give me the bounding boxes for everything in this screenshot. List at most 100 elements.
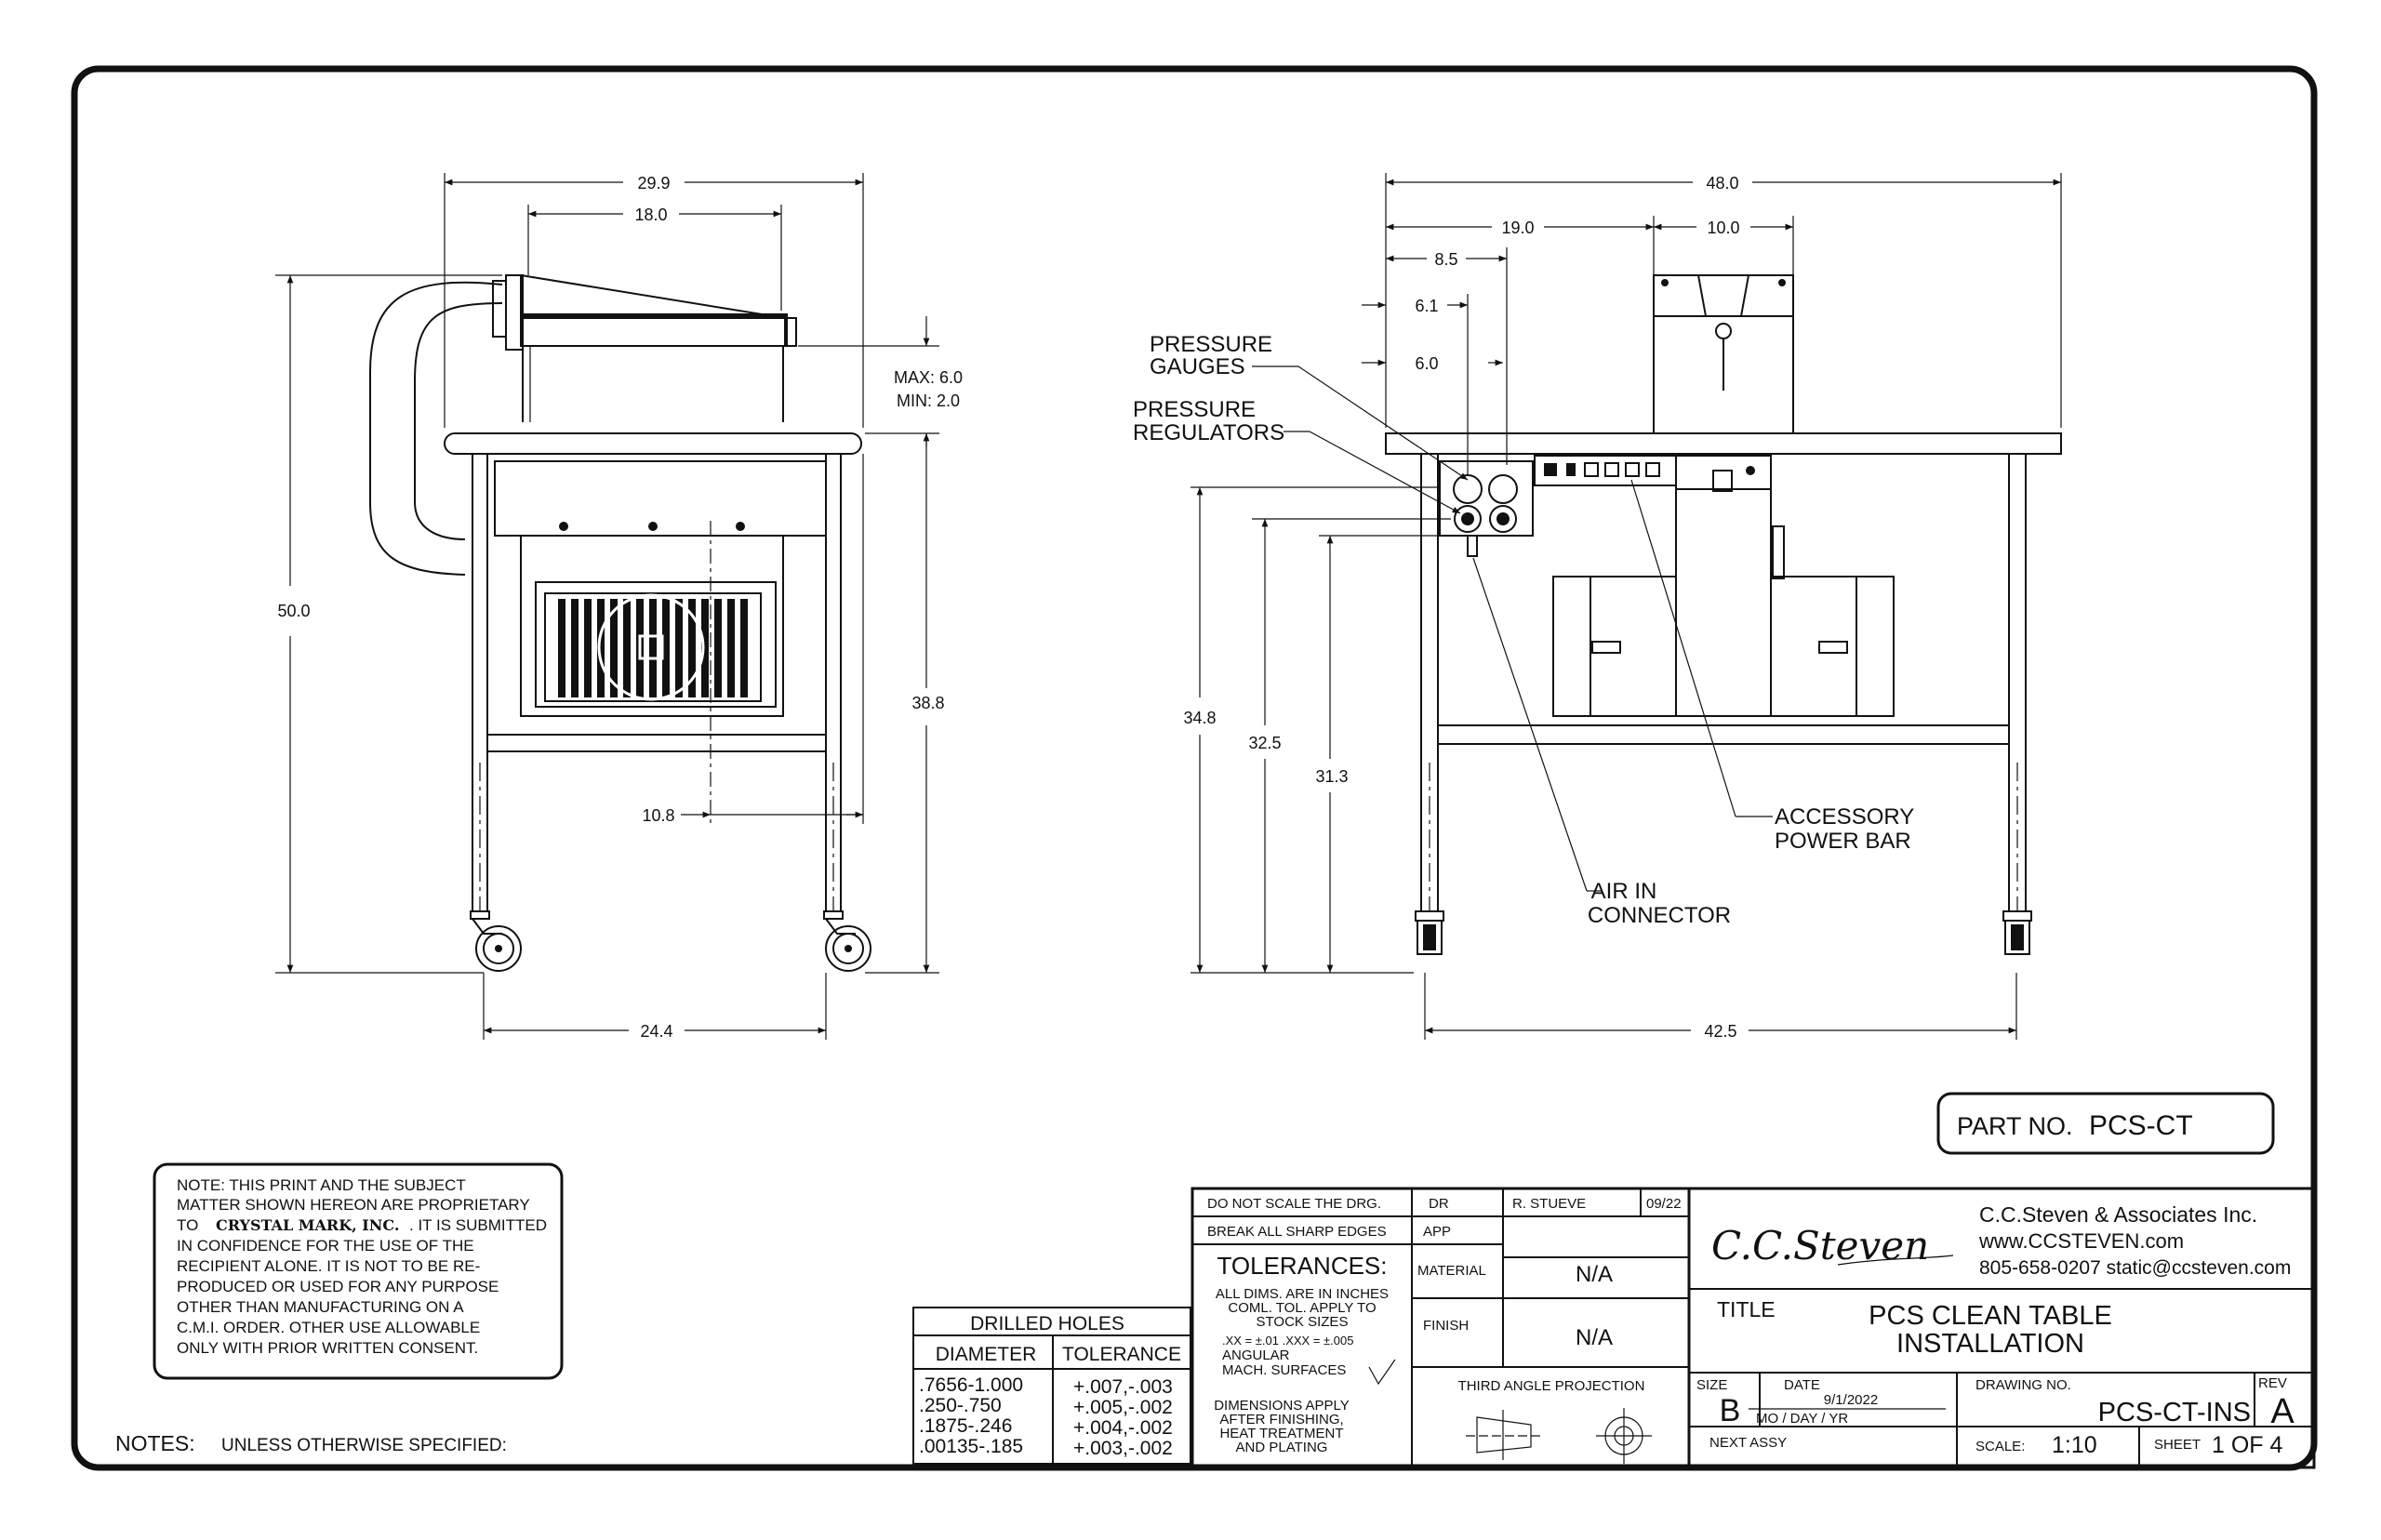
tb-tolerances: TOLERANCES:	[1217, 1252, 1387, 1280]
dim-18-0: 18.0	[634, 206, 667, 224]
part-no-label: PART NO.	[1957, 1112, 2073, 1140]
drilled-holes-row-2-t: +.004,-.002	[1073, 1417, 1173, 1439]
notes-label: NOTES:	[115, 1431, 195, 1455]
tb-dims-apply-0: DIMENSIONS APPLY	[1214, 1398, 1350, 1414]
label-air-in-2: CONNECTOR	[1588, 903, 1731, 928]
front-view: PRESSURE GAUGES PRESSURE REGULATORS ACCE…	[1133, 173, 2062, 1041]
tb-web: www.CCSTEVEN.com	[1978, 1229, 2184, 1253]
note-line-7: ONLY WITH PRIOR WRITTEN CONSENT.	[177, 1339, 478, 1357]
third-angle-projection-icon	[1466, 1408, 1652, 1464]
tb-material-label: MATERIAL	[1417, 1263, 1486, 1279]
note-box	[153, 1162, 564, 1380]
tb-contact: 805-658-0207 static@ccsteven.com	[1979, 1257, 2291, 1279]
tb-angular: ANGULAR	[1222, 1348, 1290, 1363]
label-air-in-1: AIR IN	[1591, 879, 1657, 904]
tb-sheet-label: SHEET	[2154, 1437, 2201, 1453]
dim-6-0: 6.0	[1415, 354, 1438, 373]
dim-29-9: 29.9	[637, 174, 670, 192]
tb-finish-label: FINISH	[1423, 1318, 1469, 1334]
dim-34-8: 34.8	[1183, 709, 1216, 727]
note-line-5: OTHER THAN MANUFACTURING ON A	[177, 1298, 464, 1316]
dim-31-3: 31.3	[1315, 767, 1348, 786]
drilled-holes-row-1-d: .250-.750	[919, 1395, 1002, 1416]
tb-do-not-scale: DO NOT SCALE THE DRG.	[1207, 1196, 1381, 1212]
note-line-4: PRODUCED OR USED FOR ANY PURPOSE	[177, 1278, 499, 1295]
caster-right	[823, 910, 871, 972]
note-line-3: RECIPIENT ALONE. IT IS NOT TO BE RE-	[177, 1257, 480, 1275]
dim-48-0: 48.0	[1706, 174, 1738, 192]
note-company: CRYSTAL MARK, INC.	[216, 1216, 399, 1234]
title-block: DO NOT SCALE THE DRG. BREAK ALL SHARP ED…	[1190, 1187, 2316, 1469]
label-accessory-power-2: POWER BAR	[1775, 829, 1911, 854]
dim-max: MAX: 6.0	[894, 368, 963, 387]
part-no-box	[1936, 1092, 2275, 1155]
tb-title-2: INSTALLATION	[1896, 1329, 2084, 1359]
tb-projection: THIRD ANGLE PROJECTION	[1458, 1378, 1645, 1394]
drilled-holes-row-1-t: +.005,-.002	[1073, 1397, 1173, 1418]
drilled-holes-row-3-t: +.003,-.002	[1073, 1438, 1173, 1459]
dim-10-8: 10.8	[642, 806, 674, 825]
tb-finish-value: N/A	[1576, 1325, 1613, 1350]
tb-date-value: 9/1/2022	[1824, 1392, 1878, 1408]
front-caster-left	[1415, 910, 1444, 955]
tb-break-edges: BREAK ALL SHARP EDGES	[1207, 1224, 1387, 1240]
tb-drawing-label: DRAWING NO.	[1975, 1377, 2071, 1393]
tb-tol-line-0: ALL DIMS. ARE IN INCHES	[1216, 1286, 1389, 1302]
tb-dims-apply-2: HEAT TREATMENT	[1219, 1426, 1343, 1441]
front-caster-right	[2002, 910, 2032, 955]
note-line-6: C.M.I. ORDER. OTHER USE ALLOWABLE	[177, 1319, 480, 1336]
side-view: 29.9 18.0 50.0 MAX: 6.0 MIN: 2.0 38.8 10…	[275, 173, 963, 1041]
tb-date-format: MO / DAY / YR	[1756, 1411, 1848, 1427]
tb-logo-script: C.C.Steven	[1711, 1223, 1929, 1268]
tb-drawing-value: PCS-CT-INS	[2098, 1398, 2251, 1427]
dim-24-4: 24.4	[640, 1022, 672, 1041]
label-pressure-gauges-1: PRESSURE	[1150, 332, 1272, 357]
tb-size-value: B	[1720, 1393, 1741, 1428]
note-line-0: NOTE: THIS PRINT AND THE SUBJECT	[177, 1176, 466, 1194]
tb-mach: MACH. SURFACES	[1222, 1362, 1346, 1378]
label-pressure-regulators-2: REGULATORS	[1133, 420, 1284, 445]
tb-title-1: PCS CLEAN TABLE	[1869, 1301, 2112, 1331]
label-pressure-regulators-1: PRESSURE	[1133, 397, 1256, 422]
tb-rev-value: A	[2270, 1392, 2295, 1431]
tb-date-label: DATE	[1784, 1377, 1820, 1393]
tb-tol-line-2: STOCK SIZES	[1257, 1314, 1349, 1330]
drilled-holes-row-2-d: .1875-.246	[919, 1415, 1012, 1437]
tb-sheet-value: 1 OF 4	[2212, 1432, 2283, 1458]
label-accessory-power-1: ACCESSORY	[1775, 804, 1914, 830]
drilled-holes-title: DRILLED HOLES	[970, 1313, 1124, 1334]
note-line-2: IN CONFIDENCE FOR THE USE OF THE	[177, 1237, 474, 1255]
tb-next-assy: NEXT ASSY	[1709, 1435, 1787, 1451]
tb-app-label: APP	[1423, 1224, 1451, 1240]
tb-scale-value: 1:10	[2052, 1432, 2097, 1458]
logo-swash	[1837, 1255, 1954, 1266]
tb-scale-label: SCALE:	[1975, 1439, 2025, 1454]
drilled-holes-header-diameter: DIAMETER	[936, 1344, 1037, 1365]
drilled-holes-header-tolerance: TOLERANCE	[1062, 1344, 1181, 1365]
note-text: NOTE: THIS PRINT AND THE SUBJECT MATTER …	[177, 1176, 547, 1357]
drilled-holes-table: DRILLED HOLES DIAMETER TOLERANCE .7656-1…	[912, 1307, 1191, 1465]
label-pressure-gauges-2: GAUGES	[1150, 354, 1245, 379]
dim-38-8: 38.8	[911, 694, 944, 712]
blower-grille	[544, 592, 762, 702]
drilled-holes-row-0-d: .7656-1.000	[919, 1374, 1023, 1396]
tb-dr-date: 09/22	[1646, 1196, 1682, 1212]
tb-rev-label: REV	[2258, 1375, 2287, 1391]
tb-tol-xx: .XX = ±.01 .XXX = ±.005	[1222, 1334, 1353, 1348]
note-line-1: MATTER SHOWN HEREON ARE PROPRIETARY	[177, 1196, 530, 1214]
dim-8-5: 8.5	[1434, 250, 1457, 269]
dim-6-1: 6.1	[1415, 297, 1438, 315]
dim-10-0: 10.0	[1707, 219, 1739, 237]
dim-min: MIN: 2.0	[897, 392, 960, 410]
dim-32-5: 32.5	[1248, 734, 1281, 752]
note-to-tail: . IT IS SUBMITTED	[409, 1216, 547, 1234]
tb-size-label: SIZE	[1696, 1377, 1727, 1393]
note-to: TO	[177, 1216, 198, 1234]
notes-text: UNLESS OTHERWISE SPECIFIED:	[221, 1436, 507, 1455]
tb-tol-line-1: COML. TOL. APPLY TO	[1228, 1300, 1376, 1316]
tb-company: C.C.Steven & Associates Inc.	[1979, 1202, 2257, 1227]
tb-dr-label: DR	[1429, 1196, 1449, 1212]
drilled-holes-row-0-t: +.007,-.003	[1073, 1376, 1173, 1398]
surface-finish-icon	[1368, 1359, 1396, 1386]
tb-title-label: TITLE	[1717, 1297, 1776, 1321]
